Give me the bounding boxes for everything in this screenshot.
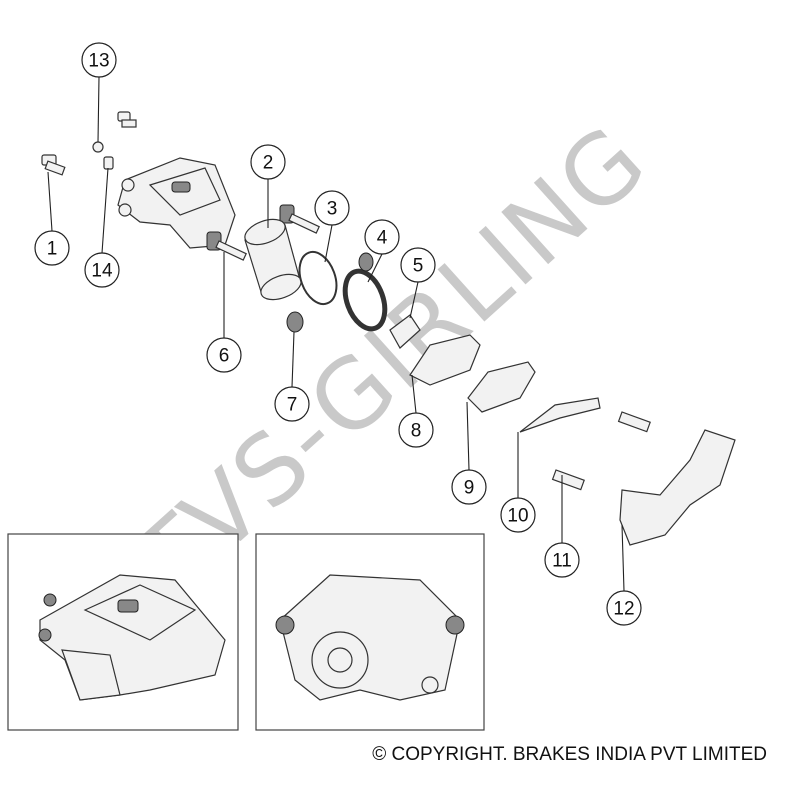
callout-13: 13	[81, 42, 117, 78]
callout-5: 5	[400, 247, 436, 283]
bolt-1	[41, 154, 66, 176]
svg-text:6: 6	[219, 346, 230, 367]
svg-text:8: 8	[411, 421, 422, 442]
svg-text:1: 1	[47, 239, 58, 260]
svg-text:2: 2	[263, 153, 274, 174]
anti-rattle-spring	[519, 397, 601, 433]
svg-text:13: 13	[88, 51, 109, 72]
callout-12: 12	[606, 590, 642, 626]
callout-1: 1	[34, 230, 70, 266]
piston	[244, 218, 302, 301]
callout-4: 4	[364, 219, 400, 255]
svg-text:3: 3	[327, 199, 338, 220]
callout-2: 2	[250, 144, 286, 180]
svg-text:12: 12	[613, 599, 634, 620]
copyright-notice: © COPYRIGHT. BRAKES INDIA PVT LIMITED	[372, 744, 767, 765]
callout-14: 14	[84, 252, 120, 288]
svg-text:4: 4	[377, 228, 388, 249]
caliper-body	[117, 157, 236, 249]
inner-brake-pad	[409, 334, 481, 386]
svg-text:5: 5	[413, 256, 424, 277]
guide-pin-upper	[279, 204, 320, 234]
dust-boot	[286, 252, 388, 333]
callout-8: 8	[398, 412, 434, 448]
caliper-bracket	[619, 429, 736, 546]
svg-text:10: 10	[507, 506, 528, 527]
callout-3: 3	[314, 190, 350, 226]
svg-text:11: 11	[552, 551, 572, 572]
pad-retainer-clips	[551, 411, 651, 491]
callout-9: 9	[451, 469, 487, 505]
piston-seal	[298, 250, 338, 306]
svg-text:9: 9	[464, 478, 475, 499]
parts	[41, 111, 736, 546]
callout-10: 10	[500, 497, 536, 533]
inset-assembled-rear	[255, 533, 485, 731]
inset-assembled-front	[7, 533, 239, 731]
pad-shim	[389, 314, 421, 349]
guide-pin-lower	[206, 231, 247, 261]
outer-brake-pad	[467, 361, 536, 413]
svg-text:14: 14	[91, 261, 113, 282]
bleeder-screw	[92, 111, 137, 170]
leader-lines	[47, 76, 625, 592]
callout-6: 6	[206, 337, 242, 373]
svg-text:7: 7	[287, 395, 298, 416]
callout-11: 11	[544, 542, 580, 578]
callout-7: 7	[274, 386, 310, 422]
